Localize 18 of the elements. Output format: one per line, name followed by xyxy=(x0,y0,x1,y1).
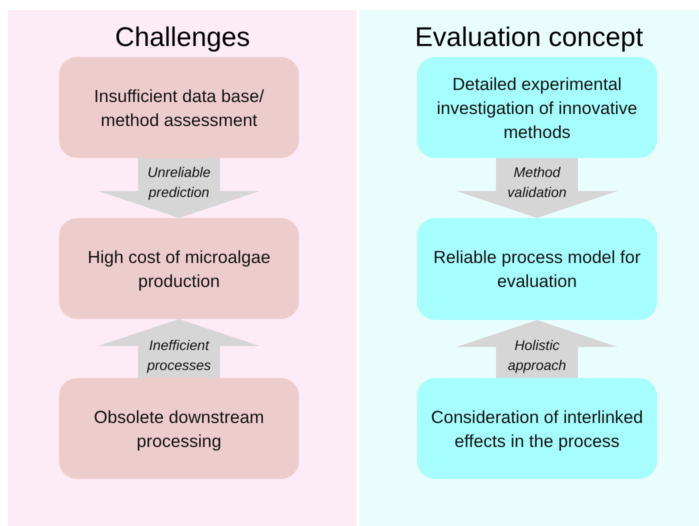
panel-heading: Challenges xyxy=(114,22,252,53)
block-arrow xyxy=(98,158,260,218)
process-box: Detailed experimental investigation of innovative methods xyxy=(417,57,657,158)
panel-background xyxy=(8,10,357,526)
edge-label: Method validation xyxy=(506,163,568,202)
block-arrow xyxy=(456,158,618,218)
edge-label: Holistic approach xyxy=(506,336,568,375)
process-box: Reliable process model for evaluation xyxy=(417,218,657,320)
block-arrow xyxy=(456,320,618,378)
panel-background xyxy=(359,10,699,526)
panel-heading: Evaluation concept xyxy=(414,22,644,53)
edge-label: Inefficient processes xyxy=(146,336,212,374)
process-box: Obsolete downstream processing xyxy=(59,378,299,479)
edge-label: Unreliable prediction xyxy=(146,163,212,202)
block-arrow xyxy=(98,319,260,378)
process-box: Insufficient data base/ method assessment xyxy=(59,57,299,158)
process-box: Consideration of interlinked effects in the process xyxy=(417,378,657,479)
process-box: High cost of microalgae production xyxy=(59,218,299,319)
